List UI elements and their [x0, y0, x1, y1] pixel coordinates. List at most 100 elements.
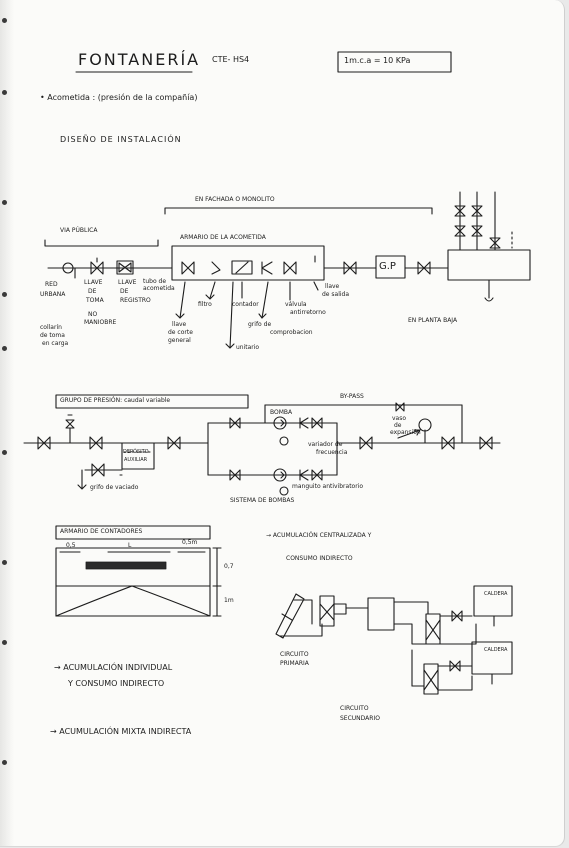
acumulacion-mixta: → ACUMULACIÓN MIXTA INDIRECTA — [50, 727, 192, 736]
label-circuito-primaria-2: PRIMARIA — [280, 660, 309, 667]
label-bypass: BY-PASS — [340, 393, 364, 400]
label-bomba: BOMBA — [270, 409, 293, 416]
label-contador: contador — [232, 301, 259, 308]
binding-hole — [2, 292, 7, 297]
intercambiador-1 — [319, 595, 335, 627]
dim-l: L — [128, 542, 132, 549]
label-llave-corte: llave — [172, 321, 187, 328]
label-comprobacion: comprobacion — [270, 329, 313, 336]
armario-contadores-frame — [55, 547, 211, 617]
bomba-1-symbol — [273, 416, 287, 430]
label-grifo-vaciado: grifo de vaciado — [90, 484, 139, 491]
binding-hole — [2, 450, 7, 455]
binding-hole — [2, 640, 7, 645]
label-llave-salida: llave — [325, 283, 340, 290]
label-llave: LLAVE — [84, 279, 103, 286]
binding-hole — [2, 560, 7, 565]
label-deposito: DEPÓSITO — [123, 449, 149, 455]
label-sistema-bombas: SISTEMA DE BOMBAS — [230, 497, 295, 504]
label-acometida-small: acometida — [143, 285, 175, 292]
acumulacion-individual-2: Y CONSUMO INDIRECTO — [68, 679, 165, 688]
label-fachada: EN FACHADA O MONOLITO — [195, 196, 275, 203]
armario-contadores-diagram — [55, 525, 222, 617]
intercambiador-3 — [423, 663, 439, 695]
binding-hole — [2, 200, 7, 205]
filtro-symbol — [211, 261, 221, 275]
acumulacion-centralizada-diagram — [275, 585, 513, 695]
deposito-auxiliar-box — [121, 442, 155, 470]
binding-hole — [2, 346, 7, 351]
label-circuito-secundario-1: CIRCUITO — [340, 705, 369, 712]
label-via-publica: VIA PÚBLICA — [60, 227, 98, 234]
dim-0-7: 0,7 — [224, 563, 234, 570]
intercambiador-2 — [425, 613, 441, 645]
label-de-corte: de corte — [168, 329, 193, 336]
dim-0-5-left: 0,5 — [66, 542, 76, 549]
code-reference: CTE- HS4 — [212, 55, 250, 64]
acumulacion-centralizada-1: → ACUMULACIÓN CENTRALIZADA Y — [266, 532, 372, 539]
label-circuito-primaria-1: CIRCUITO — [280, 651, 309, 658]
label-unitario: unitario — [236, 344, 260, 351]
unit-conversion: 1m.c.a = 10 KPa — [344, 56, 411, 65]
label-caldera-2: CALDERA — [484, 647, 508, 653]
page-title: FONTANERÍA — [78, 50, 201, 69]
page-binding — [0, 0, 14, 846]
label-antirretorno: antirretorno — [290, 309, 326, 316]
valvula-antirretorno — [261, 261, 273, 275]
label-de-salida: de salida — [322, 291, 350, 298]
label-frecuencia: frecuencia — [316, 449, 348, 456]
acumulacion-centralizada-2: CONSUMO INDIRECTO — [286, 555, 353, 562]
label-valvula: válvula — [285, 301, 307, 308]
caldera-1-box — [473, 585, 513, 617]
vaso-expansion-symbol — [418, 418, 432, 432]
label-en-carga: en carga — [42, 340, 69, 347]
llave-registro-box — [116, 260, 134, 275]
dim-0-5-right: 0,5m — [182, 539, 198, 546]
label-red: RED — [45, 281, 58, 288]
label-filtro: filtro — [198, 301, 212, 308]
diseno-heading: DISEÑO DE INSTALACIÓN — [60, 135, 182, 144]
deposito-planta-baja — [447, 249, 531, 281]
label-variador: variador de — [308, 441, 343, 448]
label-manguito: manguito antivibratorio — [292, 483, 364, 490]
label-planta-baja: EN PLANTA BAJA — [408, 317, 458, 324]
armario-acometida-box — [171, 245, 325, 281]
label-llave-registro: LLAVE — [118, 279, 137, 286]
red-urbana-symbol — [62, 262, 74, 274]
label-tubo: tubo de — [143, 278, 167, 285]
acometida-diagram — [44, 191, 531, 349]
label-auxiliar: AUXILIAR — [124, 457, 148, 463]
grupo-presion-title-box — [55, 394, 249, 409]
label-vaso-expansion: expansión — [390, 429, 421, 436]
binding-hole — [2, 90, 7, 95]
label-vaso-de: de — [394, 422, 402, 429]
armario-contadores-title: ARMARIO DE CONTADORES — [60, 528, 143, 535]
label-armario-acometida: ARMARIO DE LA ACOMETIDA — [180, 234, 266, 241]
grupo-presion-diagram — [23, 394, 501, 496]
label-maniobre: MANIOBRE — [84, 319, 117, 326]
label-caldera-1: CALDERA — [484, 591, 508, 597]
fachada-bracket — [164, 207, 433, 215]
label-general: general — [168, 337, 191, 344]
colector-solar — [275, 593, 305, 639]
llave-corte-valve — [181, 261, 195, 275]
acometida-note: • Acometida : (presión de la compañía) — [40, 93, 198, 102]
dim-1m: 1m — [224, 597, 234, 604]
bomba-2-symbol — [273, 468, 287, 482]
label-vaso: vaso — [392, 415, 407, 422]
label-collarin: collarín — [40, 324, 62, 331]
acumulador — [367, 597, 395, 631]
label-circuito-secundario-2: SECUNDARIO — [340, 715, 380, 722]
llave-salida-valve — [283, 261, 297, 275]
label-de: DE — [88, 288, 97, 295]
label-no: NO — [88, 311, 98, 318]
via-publica-bracket — [44, 239, 159, 247]
label-registro: REGISTRO — [120, 297, 151, 304]
contador-symbol — [231, 260, 253, 275]
conversion-box — [337, 51, 452, 73]
grupo-presion-title: GRUPO DE PRESIÓN: caudal variable — [60, 397, 171, 404]
label-de-registro: DE — [120, 288, 129, 295]
acumulacion-individual-1: → ACUMULACIÓN INDIVIDUAL — [54, 663, 173, 672]
